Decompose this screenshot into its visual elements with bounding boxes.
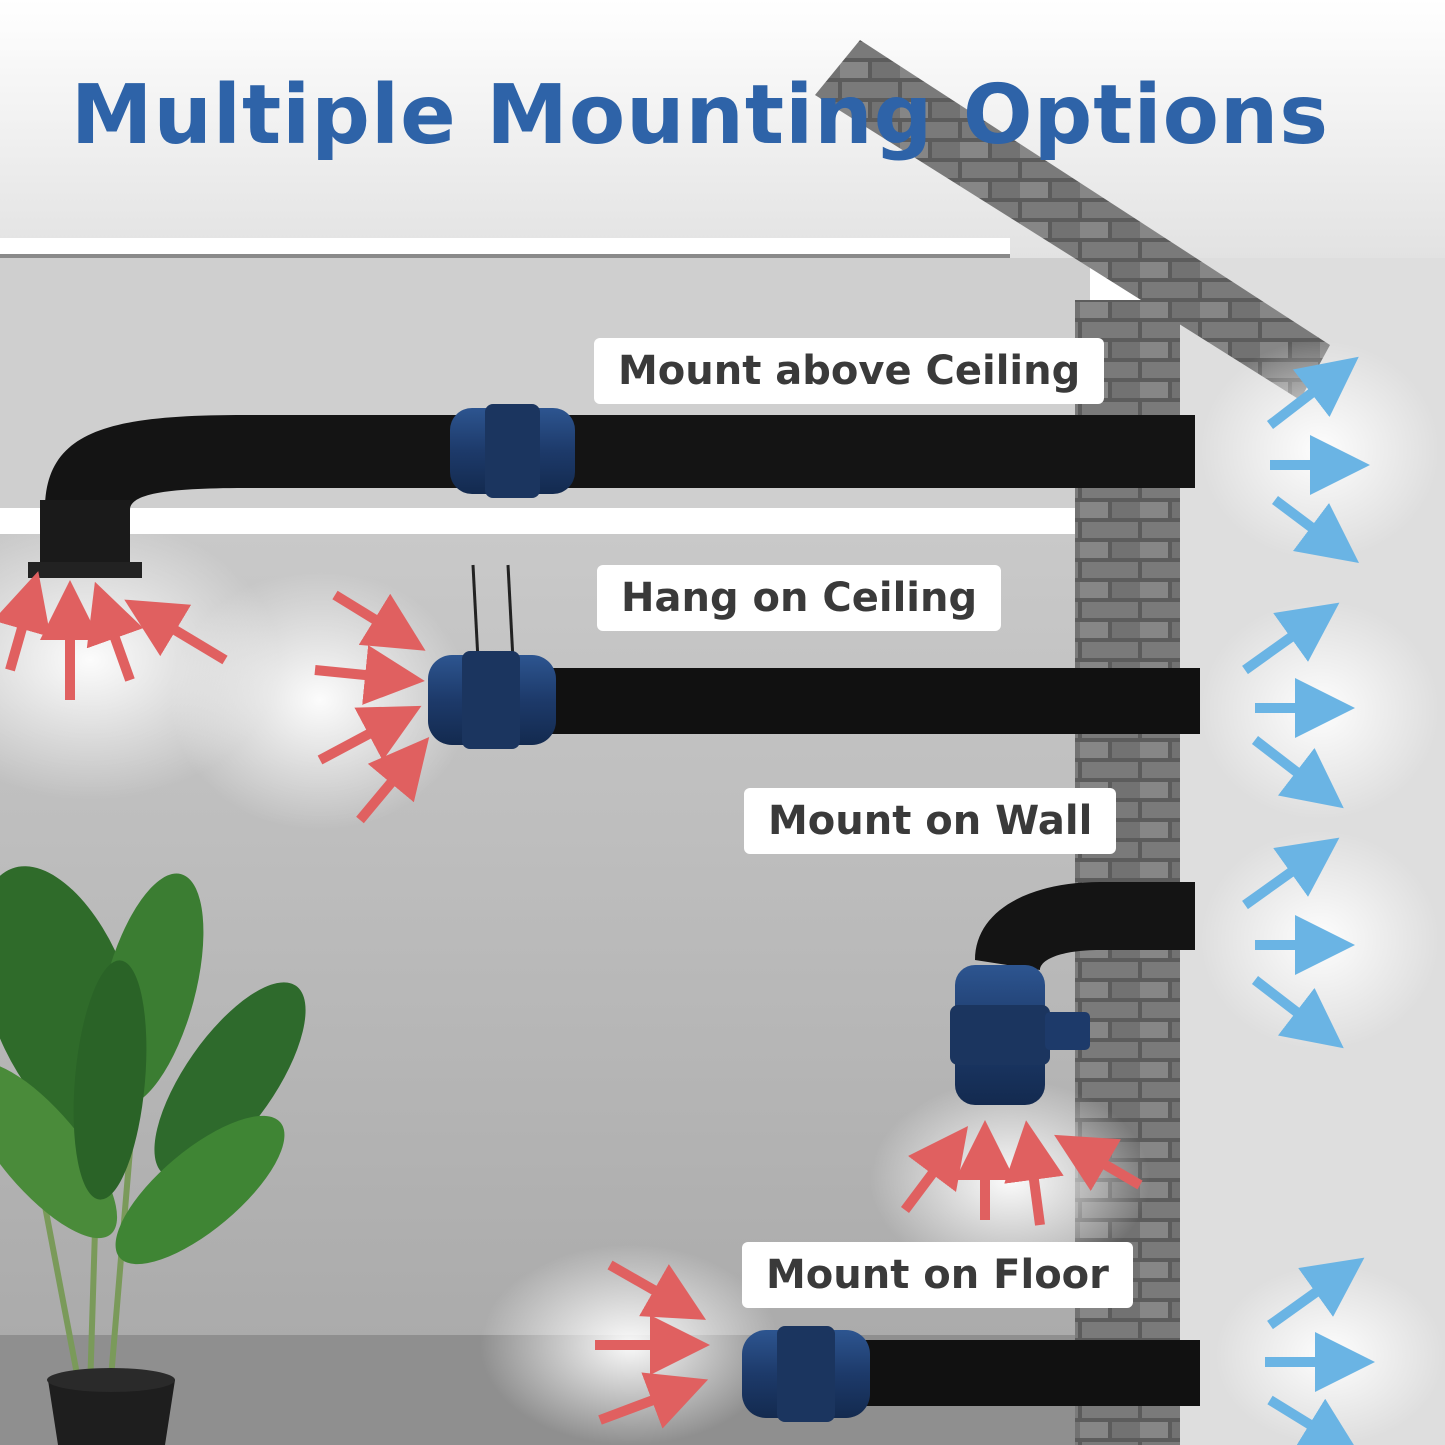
label-hang-on-ceiling: Hang on Ceiling [597, 565, 1002, 631]
label-mount-on-floor: Mount on Floor [742, 1242, 1133, 1308]
duct-flange [28, 562, 142, 578]
ceiling-board [0, 508, 1090, 534]
ceiling-line [0, 238, 1010, 254]
plant-icon [0, 866, 306, 1445]
roof-beam [815, 40, 1330, 400]
mist [170, 570, 470, 830]
hanging-wire [471, 564, 480, 661]
label-mount-on-wall: Mount on Wall [744, 788, 1117, 854]
duct-outlet [40, 500, 130, 565]
duct-icon [975, 882, 1195, 970]
intake-arrow-icon [0, 571, 1143, 1429]
fan-icon [742, 1326, 870, 1422]
ceiling-edge [0, 254, 1010, 258]
fan-icon [450, 404, 575, 498]
top-background [0, 0, 1445, 260]
label-mount-above-ceiling: Mount above Ceiling [594, 338, 1105, 404]
duct-icon [45, 415, 1195, 510]
hanging-wire [506, 564, 515, 661]
mist [1215, 1265, 1445, 1445]
duct-icon [865, 1340, 1200, 1406]
page-title: Multiple Mounting Options [70, 68, 1330, 163]
fan-icon [428, 651, 556, 749]
exhaust-arrow-icon [1242, 356, 1375, 1445]
fan-icon [950, 965, 1090, 1105]
duct-icon [550, 668, 1200, 734]
mist [1200, 340, 1440, 560]
